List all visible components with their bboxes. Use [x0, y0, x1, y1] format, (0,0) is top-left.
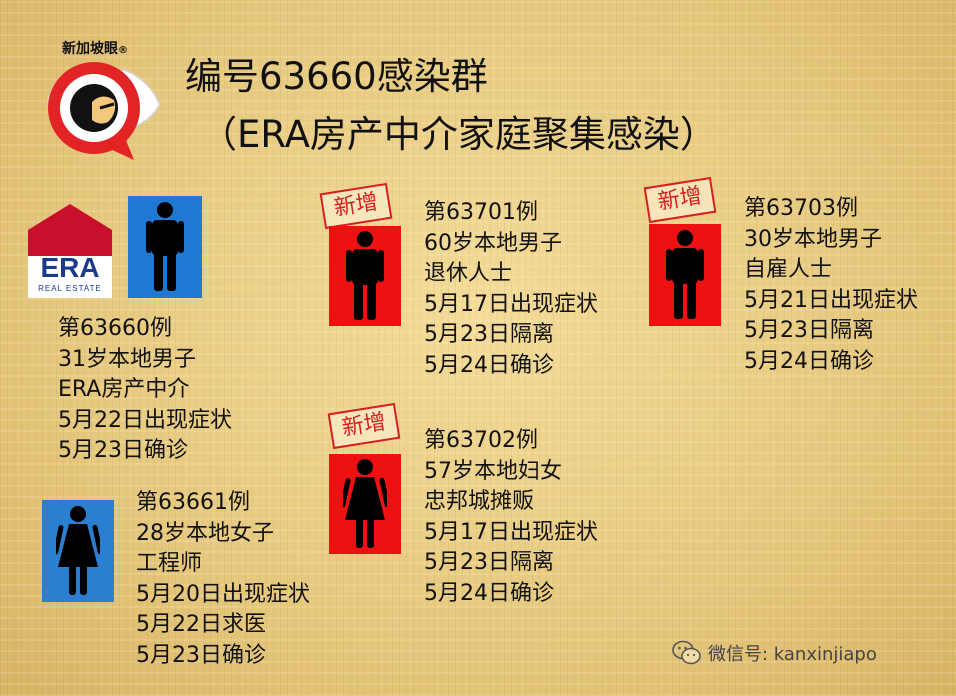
case-quarantine-date: 5月23日隔离: [424, 550, 554, 575]
case-quarantine-date: 5月23日隔离: [744, 318, 874, 343]
new-case-stamp: 新增: [643, 176, 717, 224]
case-number: 第63660例: [58, 316, 172, 341]
case-profile: 28岁本地女子: [136, 520, 274, 546]
watermark: 微信号: kanxinjiapo: [672, 640, 877, 666]
case-medical-visit-date: 5月22日求医: [136, 612, 266, 637]
case-profile: 57岁本地妇女: [424, 458, 562, 484]
female-icon: [56, 506, 100, 595]
new-case-stamp: 新增: [327, 402, 401, 450]
case-occupation: 忠邦城摊贩: [424, 489, 535, 514]
case-63661-figure: [42, 500, 114, 602]
case-profile: 31岁本地男子: [58, 346, 196, 372]
case-number: 第63702例: [424, 428, 538, 453]
case-63701-details: 第63701例 60岁本地男子 退休人士 5月17日出现症状 5月23日隔离 5…: [424, 198, 598, 381]
title-line-1: 编号63660感染群: [185, 55, 488, 98]
case-confirmed-date: 5月24日确诊: [744, 348, 874, 374]
case-occupation: 自雇人士: [744, 257, 833, 282]
case-63703-details: 第63703例 30岁本地男子 自雇人士 5月21日出现症状 5月23日隔离 5…: [744, 194, 918, 377]
male-icon: [346, 231, 384, 320]
case-symptom-date: 5月21日出现症状: [744, 287, 918, 313]
case-number: 第63701例: [424, 200, 538, 225]
watermark-text: 微信号: kanxinjiapo: [708, 644, 877, 665]
brand-name-text: 新加坡眼: [62, 41, 118, 57]
case-symptom-date: 5月20日出现症状: [136, 581, 310, 607]
case-occupation: 工程师: [136, 551, 203, 576]
era-logo-sub: REAL ESTATE: [38, 284, 102, 293]
case-confirmed-date: 5月23日确诊: [136, 642, 266, 668]
case-confirmed-date: 5月23日确诊: [58, 438, 188, 463]
case-63701-figure: [329, 226, 401, 326]
new-case-stamp: 新增: [319, 182, 393, 230]
case-symptom-date: 5月22日出现症状: [58, 407, 232, 433]
title-line-2: （ERA房产中介家庭聚集感染）: [200, 113, 717, 156]
case-63703-figure: [649, 224, 721, 326]
case-63702-details: 第63702例 57岁本地妇女 忠邦城摊贩 5月17日出现症状 5月23日隔离 …: [424, 426, 598, 609]
brand-logo: [30, 30, 170, 160]
case-occupation: 退休人士: [424, 261, 513, 286]
male-icon: [146, 202, 184, 291]
wechat-icon: [672, 640, 701, 665]
female-icon: [343, 459, 387, 548]
case-symptom-date: 5月17日出现症状: [424, 291, 598, 317]
male-icon: [666, 230, 704, 319]
era-logo: ERA REAL ESTATE: [28, 204, 112, 298]
brand-name: 新加坡眼®: [62, 38, 128, 58]
case-profile: 60岁本地男子: [424, 230, 562, 256]
case-occupation: ERA房产中介: [58, 377, 190, 402]
case-symptom-date: 5月17日出现症状: [424, 519, 598, 545]
brand-registered-mark: ®: [118, 45, 128, 56]
case-63661-details: 第63661例 28岁本地女子 工程师 5月20日出现症状 5月22日求医 5月…: [136, 488, 310, 671]
case-confirmed-date: 5月24日确诊: [424, 580, 554, 606]
case-number: 第63703例: [744, 196, 858, 221]
case-profile: 30岁本地男子: [744, 226, 882, 252]
case-63702-figure: [329, 454, 401, 554]
case-confirmed-date: 5月24日确诊: [424, 352, 554, 378]
case-number: 第63661例: [136, 490, 250, 515]
case-quarantine-date: 5月23日隔离: [424, 322, 554, 347]
case-63660-details: 第63660例 31岁本地男子 ERA房产中介 5月22日出现症状 5月23日确…: [58, 314, 232, 467]
case-63660-figure: [128, 196, 202, 298]
era-logo-main: ERA: [40, 252, 100, 283]
